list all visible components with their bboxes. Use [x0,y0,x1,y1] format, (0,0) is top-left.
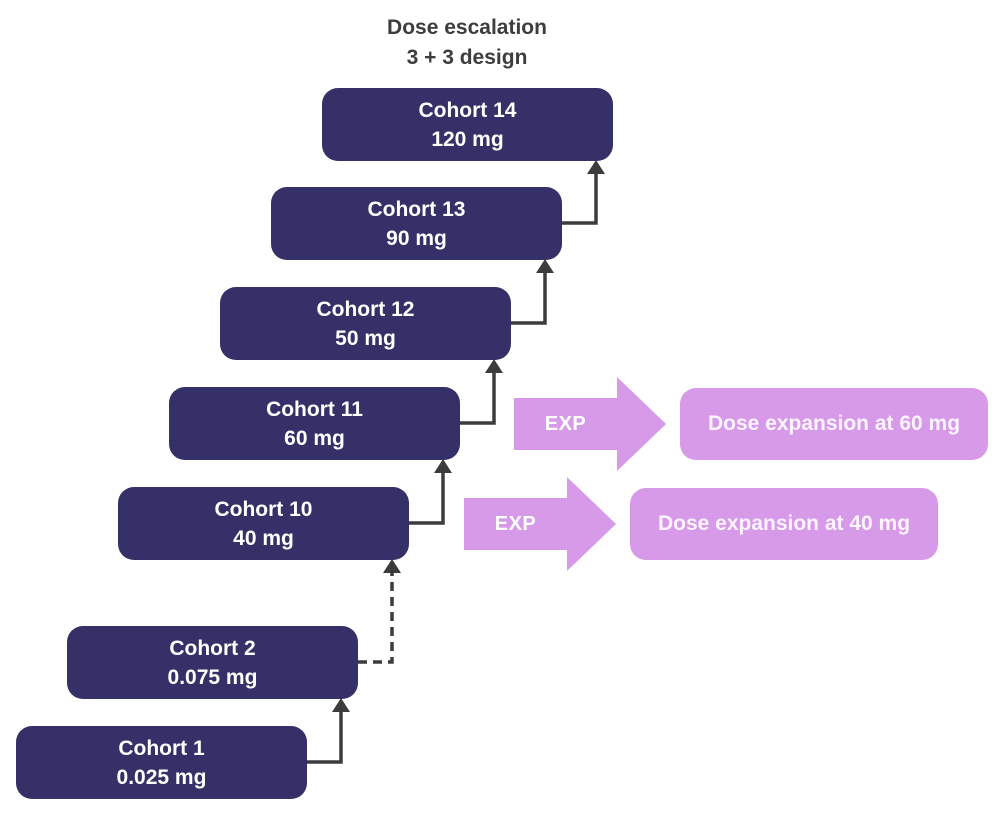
cohort-12-name: Cohort 12 [316,297,415,321]
exp-label-60mg: EXP [544,412,587,435]
cohort-11-dose: 60 mg [284,426,345,450]
dose-expansion-box-40mg: Dose expansion at 40 mg [630,488,938,560]
cohort-13-name: Cohort 13 [367,197,466,221]
connector-cohort13-to-cohort14 [562,160,605,225]
cohort-2-dose: 0.075 mg [167,665,258,689]
dose-expansion-box-60mg: Dose expansion at 60 mg [680,388,988,460]
cohort-11-name: Cohort 11 [266,397,363,421]
cohort-12-dose: 50 mg [335,326,396,350]
connector-cohort10-to-cohort11 [409,459,452,525]
cohort-box-10: Cohort 10 40 mg [118,487,409,560]
dose-expansion-60mg-label: Dose expansion at 60 mg [707,412,961,435]
diagram-title: Dose escalation 3 + 3 design [317,13,617,73]
cohort-10-name: Cohort 10 [214,497,313,521]
cohort-box-11: Cohort 11 60 mg [169,387,460,460]
cohort-14-name: Cohort 14 [418,98,517,122]
cohort-2-name: Cohort 2 [169,636,256,660]
cohort-box-14: Cohort 14 120 mg [322,88,613,161]
connector-cohort12-to-cohort13 [511,259,554,325]
exp-block-arrow-40mg: EXP [464,477,616,571]
title-line-2: 3 + 3 design [406,46,528,69]
cohort-box-2: Cohort 2 0.075 mg [67,626,358,699]
cohort-box-12: Cohort 12 50 mg [220,287,511,360]
connector-cohort2-to-cohort10-dashed [358,559,401,664]
cohort-box-13: Cohort 13 90 mg [271,187,562,260]
cohort-10-dose: 40 mg [233,526,294,550]
connector-cohort11-to-cohort12 [460,359,503,425]
cohort-1-name: Cohort 1 [118,736,205,760]
cohort-13-dose: 90 mg [386,226,447,250]
exp-block-arrow-60mg: EXP [514,377,666,471]
connector-cohort1-to-cohort2 [307,698,350,764]
title-line-1: Dose escalation [387,16,547,39]
dose-expansion-40mg-label: Dose expansion at 40 mg [657,512,911,535]
exp-arrowhead-40mg-icon [567,477,616,571]
exp-arrowhead-60mg-icon [617,377,666,471]
exp-label-40mg: EXP [494,512,537,535]
cohort-14-dose: 120 mg [431,127,504,151]
cohort-box-1: Cohort 1 0.025 mg [16,726,307,799]
cohort-1-dose: 0.025 mg [116,765,207,789]
